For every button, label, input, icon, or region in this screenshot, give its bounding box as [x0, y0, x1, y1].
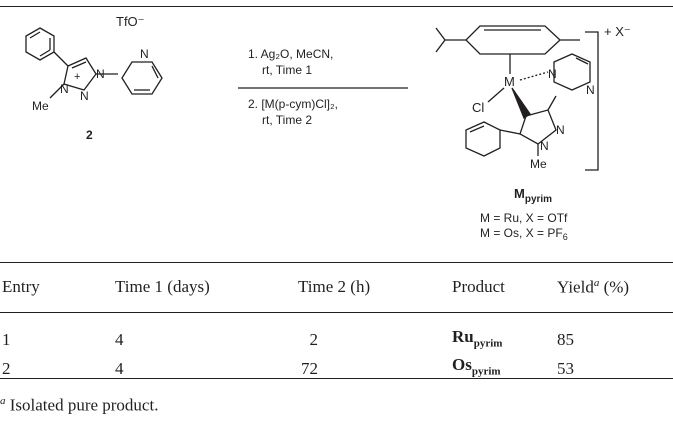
conditions-step1-line1: 1. Ag₂O, MeCN,	[248, 47, 333, 61]
table-bottom-rule	[0, 378, 673, 379]
product-chloride: Cl	[472, 100, 484, 115]
product-n1: N	[548, 67, 557, 81]
cell-time2: 2	[309, 330, 319, 350]
reactant-n4: N	[140, 47, 149, 61]
product-triazolylidene-ring	[519, 109, 557, 145]
cell-yield: 53	[557, 358, 574, 378]
header-rule	[0, 312, 673, 313]
header-time1: Time 1 (days)	[115, 277, 210, 296]
cell-time1: 4	[115, 330, 124, 350]
reactant-phenyl-ring	[25, 27, 55, 61]
product-charge: + X⁻	[604, 24, 631, 39]
table-row: 1 4 2 Rupyrim 85	[0, 312, 673, 354]
reaction-scheme-svg: TfO⁻ + N N N N Me 2 1. Ag₂O, MeCN, rt, T…	[25, 14, 631, 242]
header-row: Entry Time 1 (days) Time 2 (h) Product Y…	[0, 262, 673, 312]
cell-entry: 1	[2, 330, 11, 350]
product-name: Mpyrim	[514, 186, 552, 205]
reactant-methyl: Me	[32, 99, 49, 113]
product-n3: N	[556, 123, 565, 137]
conditions-step1-line2: rt, Time 1	[262, 63, 312, 77]
reactant-charge: +	[74, 71, 80, 83]
top-rule	[0, 6, 673, 7]
product-bracket	[585, 31, 599, 171]
header-entry: Entry	[2, 277, 40, 296]
header-yield: Yielda (%)	[557, 276, 630, 297]
conditions-step2-line1: 2. [M(p-cym)Cl]₂,	[248, 97, 338, 111]
reactant-n1: N	[60, 82, 69, 96]
product-n4: N	[540, 139, 549, 153]
reactant-compound-number: 2	[86, 128, 93, 142]
reactant-n3: N	[96, 67, 105, 81]
product-legend-line2: M = Os, X = PF6	[480, 226, 568, 242]
product-pyrimidine-ring	[553, 53, 591, 91]
cell-entry: 2	[2, 358, 11, 378]
header-product: Product	[452, 277, 505, 296]
product-phenyl-ring	[465, 121, 501, 157]
product-metal: M	[504, 74, 515, 89]
cell-product: Rupyrim	[452, 327, 503, 350]
reaction-scheme: TfO⁻ + N N N N Me 2 1. Ag₂O, MeCN, rt, T…	[0, 6, 673, 256]
reactant-n2: N	[80, 89, 89, 103]
reactant-pyrimidine-ring	[121, 61, 163, 95]
cell-product: Ospyrim	[452, 355, 501, 378]
conditions-step2-line2: rt, Time 2	[262, 113, 312, 127]
table-row: 2 4 72 Ospyrim 53	[0, 354, 673, 382]
cell-time1: 4	[115, 358, 124, 378]
results-table: Entry Time 1 (days) Time 2 (h) Product Y…	[0, 262, 673, 383]
reactant-counterion: TfO⁻	[116, 14, 145, 29]
table-top-rule	[0, 262, 673, 263]
product-legend-line1: M = Ru, X = OTf	[480, 211, 568, 225]
cell-time2: 72	[301, 358, 318, 378]
header-time2: Time 2 (h)	[298, 277, 371, 296]
product-n2: N	[586, 83, 595, 97]
footnote: a Isolated pure product.	[0, 395, 159, 415]
product-methyl: Me	[530, 157, 547, 171]
reactant-triazole-ring	[63, 57, 97, 91]
cell-yield: 85	[557, 330, 574, 350]
